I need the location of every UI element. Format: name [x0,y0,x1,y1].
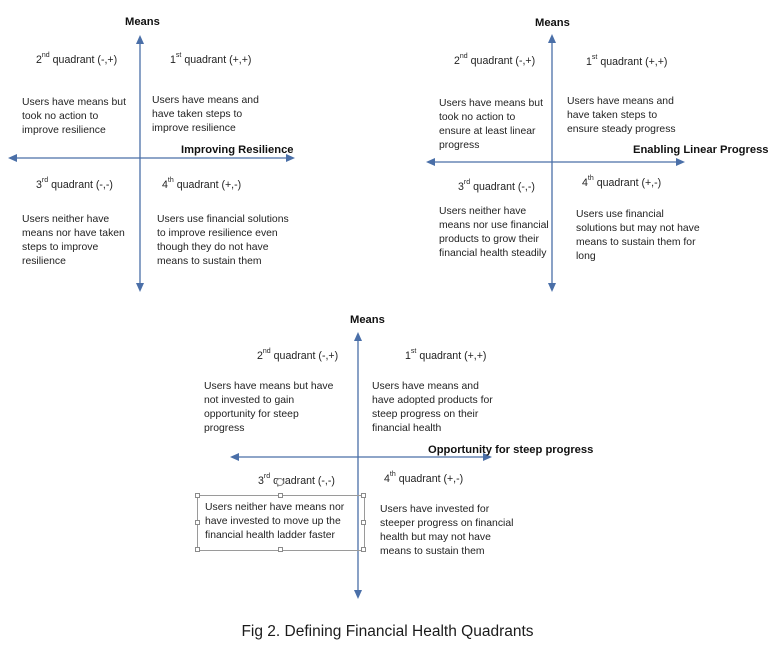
x-axis-label: Opportunity for steep progress [428,444,594,456]
figure-caption: Fig 2. Defining Financial Health Quadran… [241,623,534,640]
quadrant-3-description[interactable]: Users neither have means nor have invest… [205,502,345,541]
resize-handle-icon[interactable] [361,520,366,525]
quadrant-4-description: Users use financial solutions but may no… [576,209,700,262]
axes-steep-progress [230,332,492,599]
quadrant-2-label: 2nd quadrant (-,+) [454,53,536,67]
quadrant-1-description: Users have means and have adopted produc… [372,381,493,434]
axes-resilience [8,35,295,292]
y-axis-label: Means [350,314,385,326]
resize-handle-icon[interactable] [278,547,283,552]
quadrant-2-label: 2nd quadrant (-,+) [36,52,118,66]
quadrant-2-label: 2nd quadrant (-,+) [257,348,339,362]
quadrant-3-description: Users neither have means nor use financi… [439,206,549,259]
y-axis-label: Means [125,16,160,28]
quadrant-1-label: 1st quadrant (+,+) [170,52,252,66]
quadrant-diagram-steep-progress: Means Opportunity for steep progress 2nd… [195,314,594,599]
x-axis-label: Improving Resilience [181,144,294,156]
quadrant-3-description: Users neither have means nor have taken … [22,214,125,267]
resize-handle-icon[interactable] [361,493,366,498]
resize-handle-icon[interactable] [361,547,366,552]
resize-handle-icon[interactable] [195,493,200,498]
quadrant-1-label: 1st quadrant (+,+) [586,54,668,68]
quadrant-1-description: Users have means and have taken steps to… [152,95,259,134]
quadrant-3-label: 3rd quadrant (-,-) [258,473,335,487]
x-axis-label: Enabling Linear Progress [633,144,769,156]
quadrant-4-description: Users have invested for steeper progress… [380,504,514,557]
quadrant-3-label: 3rd quadrant (-,-) [458,179,535,193]
rotate-handle-icon[interactable] [276,478,284,486]
y-axis-label: Means [535,17,570,29]
quadrant-4-label: 4th quadrant (+,-) [162,177,242,191]
quadrant-2-description: Users have means but have not invested t… [204,381,334,434]
selected-text-box[interactable]: Users neither have means nor have invest… [197,495,365,551]
quadrant-4-label: 4th quadrant (+,-) [582,175,662,189]
resize-handle-icon[interactable] [195,547,200,552]
quadrant-1-description: Users have means and have taken steps to… [567,96,676,135]
quadrant-2-description: Users have means but took no action to i… [22,97,126,136]
quadrant-2-description: Users have means but took no action to e… [439,98,543,151]
quadrant-diagram-resilience: Means Improving Resilience 2nd quadrant … [0,0,775,300]
quadrant-3-label: 3rd quadrant (-,-) [36,177,113,191]
resize-handle-icon[interactable] [278,493,283,498]
axes-linear-progress [426,34,685,292]
quadrant-4-label: 4th quadrant (+,-) [384,471,464,485]
resize-handle-icon[interactable] [195,520,200,525]
quadrant-4-description: Users use financial solutions to improve… [157,214,289,267]
quadrant-1-label: 1st quadrant (+,+) [405,348,487,362]
quadrant-diagram-linear-progress: Means Enabling Linear Progress 2nd quadr… [0,0,775,300]
